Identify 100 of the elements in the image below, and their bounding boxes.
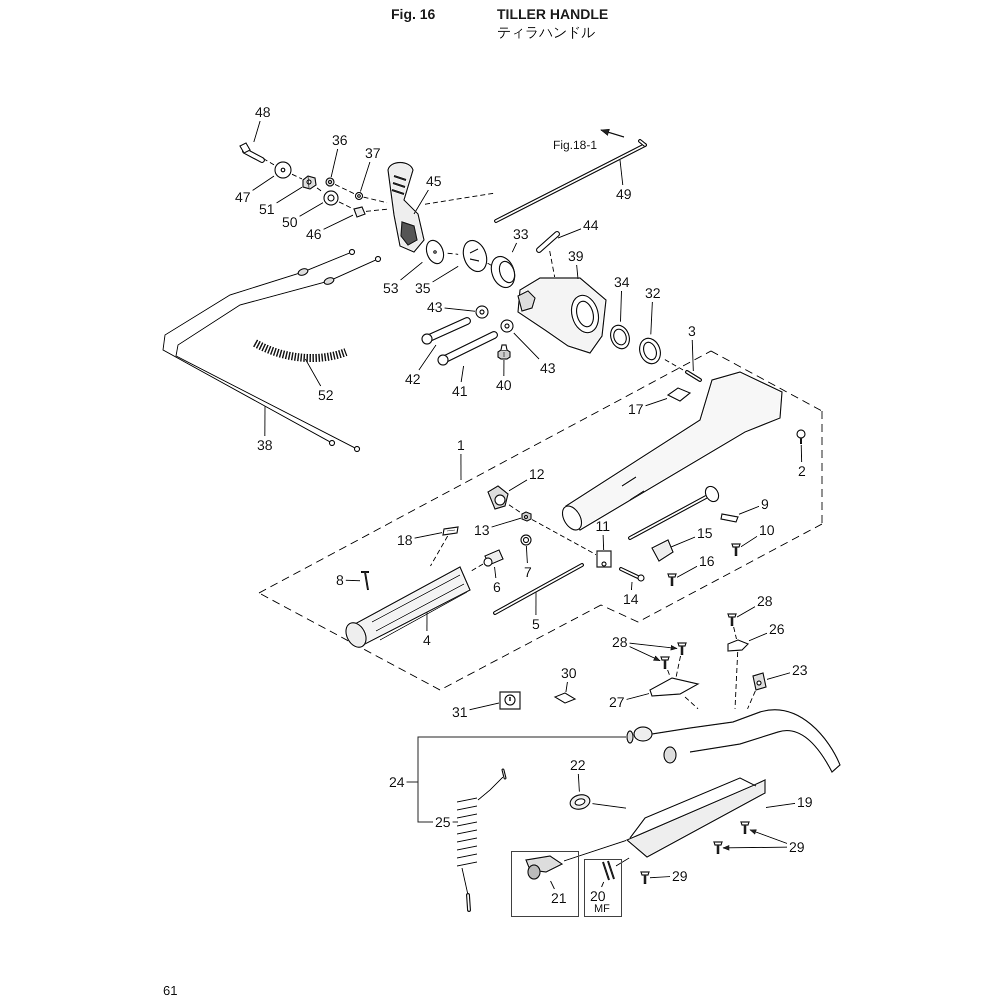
callout-number: 50 [281,214,299,230]
callout-number: 53 [382,280,400,296]
screw-drawing [660,656,670,669]
ring-drawing [490,256,516,288]
callout-number: 19 [796,794,814,810]
nut-drawing [325,177,335,187]
cable-drawing [162,248,382,452]
callout-number: 20 [589,888,607,904]
callout-number: 51 [258,201,276,217]
washer-drawing [323,190,339,206]
bolt-drawing [437,331,498,366]
grommet-drawing [570,794,590,810]
leader-line [460,366,464,382]
alignment-line [424,192,496,205]
callout-number: 10 [758,522,776,538]
alignment-line [262,158,274,166]
callout-number: 28 [756,593,774,609]
leader-line [558,228,582,239]
leader-line [738,506,760,515]
page-number: 61 [163,983,178,998]
collar-drawing [353,206,366,218]
washer-drawing [520,534,532,546]
leader-line [629,646,661,662]
callout-number: 13 [473,522,491,538]
callout-number: 25 [434,814,452,830]
leader-line [513,332,540,360]
bolt-drawing [421,317,471,345]
leader-line [512,242,518,253]
collar-drawing [483,549,504,567]
bracket-drawing [596,550,612,568]
leader-line [602,534,604,550]
alignment-line [564,840,626,862]
alignment-line [532,519,596,556]
leader-line [299,202,324,217]
leader-line [426,612,428,632]
leader-line [692,340,694,372]
callout-number: 3 [687,323,697,339]
leader-line [748,632,768,642]
leader-line [736,606,756,618]
callout-number: 36 [331,132,349,148]
callout-number: 40 [495,377,513,393]
callout-number: 34 [613,274,631,290]
spring-pin-drawing [602,860,615,881]
grip-drawing [345,566,471,648]
alignment-line [338,201,354,210]
leader-line [565,682,568,692]
leader-line [508,479,528,492]
bracket-line [406,782,434,822]
leader-line [535,592,536,616]
plate-drawing [649,677,700,697]
callout-number: 22 [569,757,587,773]
screw-drawing [731,543,741,556]
callout-number: 1 [456,437,466,453]
alignment-line [676,656,682,678]
leader-line [800,444,802,462]
callout-number: 30 [560,665,578,681]
warning-sticker-drawing [499,691,521,710]
callout-number: 47 [234,189,252,205]
callout-number: 29 [788,839,806,855]
alignment-line [592,803,626,809]
callout-number: 28 [611,634,629,650]
leader-line [253,120,261,142]
bolt-drawing [239,142,265,163]
leader-line [620,290,622,322]
cap-drawing [796,429,806,444]
leader-line [550,880,555,890]
callout-number: 18 [396,532,414,548]
sticker-drawing [442,526,459,536]
alignment-line [664,359,686,372]
plate-drawing [666,387,692,402]
callout-number: 46 [305,226,323,242]
callout-number: 2 [797,463,807,479]
callout-number: 27 [608,694,626,710]
leader-line [526,546,528,564]
callout-number: 32 [644,285,662,301]
rod-drawing [493,563,584,615]
leader-line [264,406,266,436]
reference-note: Fig.18-1 [553,138,598,152]
leader-line [323,214,354,230]
callout-number: 33 [512,226,530,242]
screw-drawing [640,871,650,884]
callout-number: 12 [528,466,546,482]
alignment-line [684,696,699,710]
callout-number: 35 [414,280,432,296]
leader-line [418,344,436,370]
nut-drawing [302,175,317,190]
callout-number: 44 [582,217,600,233]
switch-drawing [525,855,563,880]
inset-frame [584,859,622,917]
variant-note: MF [594,903,610,915]
callout-number: 39 [567,248,585,264]
alignment-line [366,208,388,212]
callout-number: 31 [451,704,469,720]
leader-line [400,262,423,281]
leader-line [650,302,653,335]
leader-line [414,190,429,214]
plate-drawing [462,240,488,272]
washer-drawing [354,192,364,200]
leader-line [460,454,462,480]
leader-line [304,358,322,386]
